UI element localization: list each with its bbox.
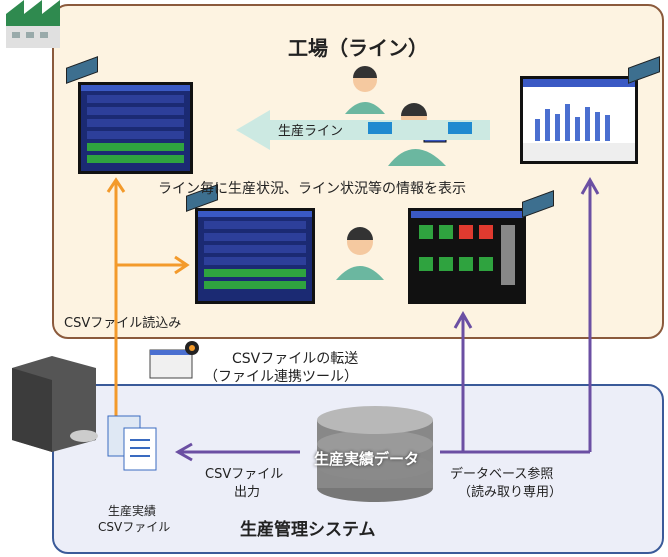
production-line-label: 生産ライン bbox=[278, 124, 344, 139]
transfer-label-1: CSVファイルの転送 bbox=[232, 351, 359, 367]
csv-output-label-1: CSVファイル bbox=[205, 467, 284, 482]
chart-display-monitor bbox=[520, 76, 638, 164]
db-ref-flow bbox=[174, 176, 600, 462]
line-display-monitor-1 bbox=[78, 82, 193, 174]
csv-read-flow bbox=[106, 177, 190, 436]
transfer-label-2: （ファイル連携ツール） bbox=[204, 369, 358, 385]
csv-document-icon bbox=[107, 415, 157, 471]
transfer-tool-icon bbox=[149, 341, 199, 379]
db-ref-label-2: （読み取り専用） bbox=[458, 485, 563, 500]
production-line-arrow bbox=[236, 110, 490, 150]
factory-building-icon bbox=[6, 0, 76, 48]
worker-icon bbox=[332, 222, 388, 280]
database-icon bbox=[317, 406, 433, 502]
db-label: 生産実績データ bbox=[314, 450, 420, 468]
factory-title: 工場（ライン） bbox=[288, 36, 428, 60]
csv-output-label-2: 出力 bbox=[234, 485, 261, 500]
csv-file-label-1: 生産実績 bbox=[108, 504, 157, 518]
system-title: 生産管理システム bbox=[240, 520, 376, 540]
csv-load-label: CSVファイル読込み bbox=[64, 316, 182, 331]
line-display-monitor-2 bbox=[195, 208, 315, 304]
server-icon bbox=[12, 356, 98, 452]
db-ref-label-1: データベース参照 bbox=[450, 467, 554, 482]
worker-icon bbox=[330, 64, 390, 114]
display-caption: ライン毎に生産状況、ライン状況等の情報を表示 bbox=[158, 181, 466, 197]
csv-file-label-2: CSVファイル bbox=[98, 520, 171, 534]
status-display-monitor bbox=[408, 208, 526, 304]
